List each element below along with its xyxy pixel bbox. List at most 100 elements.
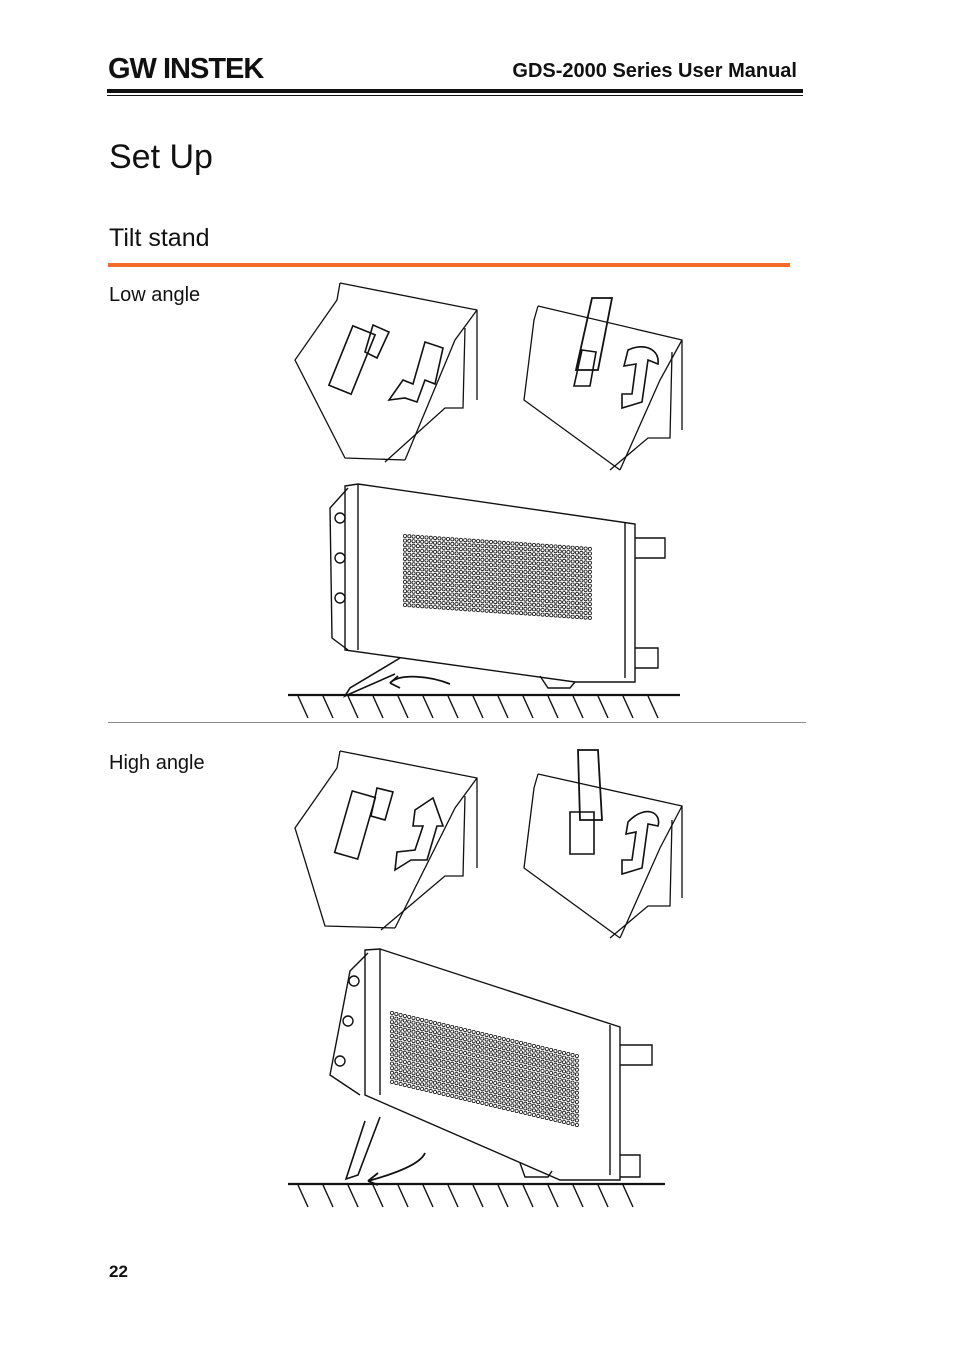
vent-hole <box>445 605 450 610</box>
vent-hole <box>480 1087 485 1092</box>
vent-hole <box>557 604 562 609</box>
vent-hole <box>480 1032 485 1037</box>
vent-hole <box>424 544 429 549</box>
vent-hole <box>493 1071 498 1076</box>
vent-hole <box>523 1046 528 1051</box>
vent-hole <box>403 543 408 548</box>
vent-hole <box>458 1027 463 1032</box>
vent-hole <box>463 1041 468 1046</box>
vent-hole <box>475 1067 480 1072</box>
vent-hole <box>549 544 554 549</box>
vent-hole <box>484 567 489 572</box>
vent-hole <box>566 1070 571 1075</box>
vent-hole <box>549 1052 554 1057</box>
vent-hole <box>394 1080 399 1085</box>
vent-hole <box>566 1065 571 1070</box>
vent-hole <box>463 556 468 561</box>
vent-hole <box>415 1049 420 1054</box>
vent-hole <box>587 588 592 593</box>
vent-hole <box>570 591 575 596</box>
vent-hole <box>471 1053 476 1058</box>
vent-hole <box>514 587 519 592</box>
vent-hole <box>574 1099 579 1104</box>
vent-hole <box>458 547 463 552</box>
vent-hole <box>570 554 575 559</box>
vent-hole <box>536 1109 541 1114</box>
vent-hole <box>536 570 541 575</box>
vent-hole <box>450 1061 455 1066</box>
vent-hole <box>467 1052 472 1057</box>
vent-hole <box>403 566 408 571</box>
vent-hole <box>553 604 558 609</box>
vent-hole <box>544 1102 549 1107</box>
vent-hole <box>475 1035 480 1040</box>
vent-hole <box>587 551 592 556</box>
vent-hole <box>437 600 442 605</box>
vent-hole <box>531 1112 536 1117</box>
vent-hole <box>441 1078 446 1083</box>
vent-hole <box>523 1055 528 1060</box>
vent-hole <box>536 580 541 585</box>
vent-hole <box>488 572 493 577</box>
vent-hole <box>557 1100 562 1105</box>
vent-hole <box>549 604 554 609</box>
vent-hole <box>566 568 571 573</box>
vent-hole <box>531 570 536 575</box>
vent-hole <box>424 1074 429 1079</box>
item-separator <box>108 722 806 723</box>
vent-hole <box>437 1026 442 1031</box>
vent-hole <box>471 1034 476 1039</box>
vent-hole <box>574 582 579 587</box>
vent-hole <box>488 608 493 613</box>
vent-hole <box>553 1062 558 1067</box>
vent-hole <box>415 1081 420 1086</box>
vent-hole <box>531 584 536 589</box>
vent-hole <box>557 1109 562 1114</box>
vent-hole <box>488 1098 493 1103</box>
vent-hole <box>587 574 592 579</box>
vent-hole <box>476 608 481 613</box>
vent-hole <box>454 588 459 593</box>
vent-hole <box>527 547 532 552</box>
vent-hole <box>450 1057 455 1062</box>
vent-hole <box>566 1102 571 1107</box>
vent-hole <box>587 602 592 607</box>
vent-hole <box>514 1104 519 1109</box>
vent-hole <box>463 1064 468 1069</box>
vent-hole <box>583 546 588 551</box>
vent-hole <box>531 1089 536 1094</box>
vent-hole <box>428 581 433 586</box>
vent-hole <box>553 1094 558 1099</box>
vent-hole <box>553 1081 558 1086</box>
vent-hole <box>394 1058 399 1063</box>
vent-hole <box>411 1039 416 1044</box>
vent-hole <box>544 585 549 590</box>
vent-hole <box>527 1079 532 1084</box>
vent-hole <box>407 580 412 585</box>
vent-hole <box>510 550 515 555</box>
vent-hole <box>424 567 429 572</box>
vent-hole <box>471 1089 476 1094</box>
vent-hole <box>402 1018 407 1023</box>
vent-hole <box>428 1029 433 1034</box>
vent-hole <box>454 1049 459 1054</box>
vent-hole <box>518 1086 523 1091</box>
vent-hole <box>445 1047 450 1052</box>
vent-hole <box>536 1100 541 1105</box>
vent-hole <box>523 583 528 588</box>
vent-hole <box>566 1107 571 1112</box>
vent-hole <box>484 1033 489 1038</box>
vent-hole <box>514 1085 519 1090</box>
vent-hole <box>488 1057 493 1062</box>
vent-hole <box>506 1088 511 1093</box>
vent-hole <box>510 1039 515 1044</box>
vent-hole <box>497 554 502 559</box>
vent-hole <box>428 540 433 545</box>
vent-hole <box>562 554 567 559</box>
vent-hole <box>415 1017 420 1022</box>
vent-hole <box>454 579 459 584</box>
vent-hole <box>471 1094 476 1099</box>
vent-hole <box>519 611 524 616</box>
vent-hole <box>544 603 549 608</box>
vent-hole <box>501 1041 506 1046</box>
